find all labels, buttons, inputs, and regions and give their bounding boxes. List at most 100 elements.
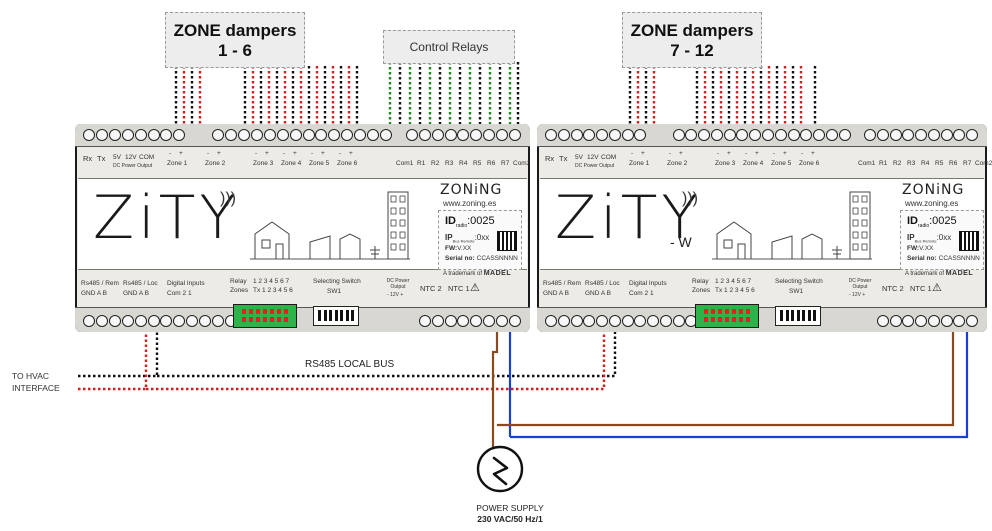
zone-dampers-title: ZONE dampers	[173, 21, 297, 40]
relay-led-block	[233, 304, 297, 328]
v12-label: 12V	[125, 154, 137, 161]
ip-line: IPBus Remote:0xx	[907, 233, 951, 244]
terminal-screw	[509, 129, 522, 141]
relay-numbers: 1 2 3 4 5 6 7	[253, 278, 290, 285]
dip-switch	[313, 306, 359, 326]
rs485-rem-pins: GND A B	[543, 290, 570, 297]
com-label: COM	[139, 154, 155, 161]
power-supply-line2: 230 VAC/50 Hz/1	[477, 514, 543, 524]
door-icon	[275, 243, 284, 260]
building-illustration	[712, 191, 872, 260]
relay-numbers: 1 2 3 4 5 6 7	[715, 278, 752, 285]
relay-terminal-label: Com1	[858, 160, 876, 167]
relay-terminal-label: Com2	[975, 160, 992, 167]
relay-terminal-label: R1	[879, 160, 888, 167]
terminal-screw	[212, 315, 225, 327]
relay-led	[718, 309, 722, 314]
relay-led-block	[695, 304, 759, 328]
terminal-screw	[889, 129, 902, 141]
terminal-screw	[470, 315, 483, 327]
terminal-screw	[749, 129, 762, 141]
rx-label: Rx	[83, 154, 93, 163]
terminal-screw	[134, 315, 147, 327]
brand-logo: ZiTY	[93, 183, 241, 253]
terminal-screw	[889, 315, 902, 327]
id-line: IDradio:0025	[445, 215, 495, 229]
zone-led	[718, 317, 722, 322]
terminal-screw	[108, 315, 121, 327]
tower-window	[852, 207, 859, 215]
polarity-label: - +	[283, 150, 300, 157]
polarity-label: - +	[745, 150, 762, 157]
wifi-icon: )))	[220, 190, 236, 207]
tower-window	[861, 195, 868, 203]
tower-window	[390, 207, 397, 215]
website-label: www.zoning.es	[443, 199, 497, 208]
terminal-screw	[147, 129, 160, 141]
relay-led	[704, 309, 708, 314]
tower-window	[861, 231, 868, 239]
id-line: IDradio:0025	[907, 215, 957, 229]
dc-power-label: DC Power Output	[848, 278, 872, 290]
zone-led	[256, 317, 260, 322]
relay-led	[711, 309, 715, 314]
serial-value: CCASSNNNN	[476, 255, 518, 262]
terminal-screw	[237, 129, 250, 141]
zone-dampers-range: 7 - 12	[670, 41, 714, 60]
terminal-screw	[160, 315, 173, 327]
terminal-screw	[876, 129, 889, 141]
terminal-screw	[736, 129, 749, 141]
relay-terminal-label: Com1	[396, 160, 414, 167]
trademark-label: A trademark of	[443, 271, 483, 277]
power-brown-wire	[491, 324, 499, 448]
terminal-screw	[672, 129, 685, 141]
rs485-red-wire	[146, 324, 606, 391]
relay-terminal-label: R1	[417, 160, 426, 167]
relay-led	[725, 309, 729, 314]
rs485-loc-label: Rs485 / Loc	[123, 280, 158, 287]
relay-terminal-label: R2	[431, 160, 440, 167]
dip-switch-lever	[345, 310, 349, 321]
ip-sub: Bus Remote	[452, 238, 475, 244]
terminal-screw	[212, 129, 225, 141]
qr-code-icon	[497, 231, 517, 251]
terminal-screw	[557, 129, 570, 141]
digital-inputs-label: Digital Inputs	[629, 280, 667, 287]
terminal-screw	[108, 129, 121, 141]
tower-window	[399, 231, 406, 239]
zones-label: Zones	[230, 287, 249, 294]
fw-label: FW:	[445, 245, 458, 252]
dc-output-label: DC Power Output	[113, 163, 153, 169]
ip-label: IP	[445, 233, 453, 242]
tower-window	[852, 195, 859, 203]
terminal-screw	[431, 129, 444, 141]
ip-label: IP	[907, 233, 915, 242]
id-value: :0025	[467, 215, 495, 227]
zone-led	[263, 317, 267, 322]
madel-logo: MADEL	[483, 270, 512, 277]
dip-switch-lever	[780, 310, 783, 321]
bench-icon	[339, 233, 361, 259]
tower-window	[861, 219, 868, 227]
tower-icon	[849, 191, 871, 260]
dc-output-label: DC Power Output	[575, 163, 615, 169]
dip-switch-lever	[807, 310, 811, 321]
relay-led	[746, 309, 750, 314]
zone-numbers: Tx 1 2 3 4 5 6	[253, 287, 293, 294]
power-supply-icon	[492, 456, 509, 486]
relay-led	[277, 309, 281, 314]
polarity-label: - +	[207, 150, 224, 157]
ntc2-label: NTC 2	[882, 284, 904, 293]
relay-terminal-label: R5	[935, 160, 944, 167]
ip-value: :0xx	[936, 233, 952, 242]
terminal-screw	[545, 315, 557, 327]
terminal-screw	[634, 129, 647, 141]
relay-terminal-label: R6	[949, 160, 958, 167]
madel-logo: MADEL	[945, 270, 974, 277]
tower-window	[852, 231, 859, 239]
id-value: :0025	[929, 215, 957, 227]
tower-window	[390, 195, 397, 203]
ip-value: :0xx	[474, 233, 490, 242]
zone-label: Zone 2	[667, 160, 688, 167]
to-hvac-line1: TO HVAC	[12, 371, 49, 381]
